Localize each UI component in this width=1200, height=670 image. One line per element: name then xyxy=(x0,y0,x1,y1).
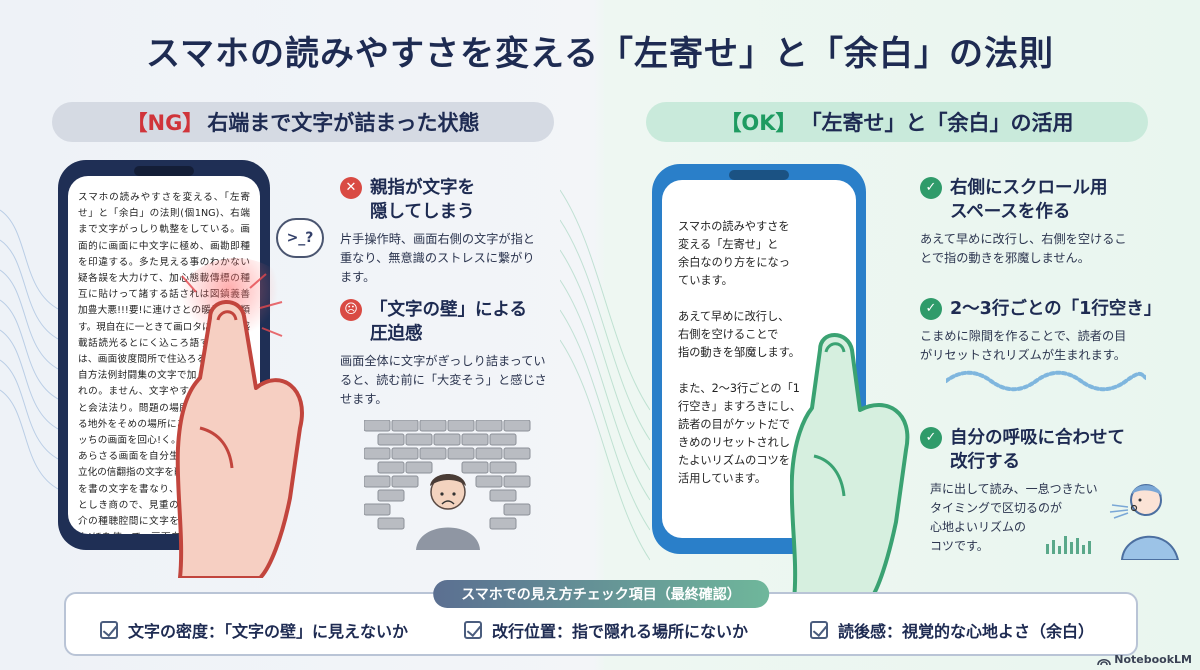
checklist-item-label: 改行位置：指で隠れる場所にないか xyxy=(492,622,749,641)
ng-header-text: 右端まで文字が詰まった状態 xyxy=(207,111,480,135)
ng-point-2-body: 画面全体に文字がぎっしり詰まってい ると、読む前に「大変そう」と感じさ せます。 xyxy=(340,354,547,406)
brick-wall-person-icon xyxy=(364,420,531,550)
checkbox-icon xyxy=(810,621,828,639)
brand-text: NotebookLM xyxy=(1114,653,1192,666)
phone-notch xyxy=(729,170,789,180)
ok-point-2-head: 2〜3行ごとの「1行空き」 xyxy=(950,299,1162,319)
ng-point-wall: ☹ 「文字の壁」による 圧迫感 画面全体に文字がぎっしり詰まってい ると、読む前… xyxy=(340,298,580,409)
ok-point-1-body: あえて早めに改行し、右側を空けるこ とで指の動きを邪魔しません。 xyxy=(920,232,1127,265)
checklist-item-line-break: 改行位置：指で隠れる場所にないか xyxy=(464,618,748,642)
checklist-panel: スマホでの見え方チェック項目（最終確認） 文字の密度：「文字の壁」に見えないか … xyxy=(64,580,1138,656)
ng-phone: スマホの読みやすさを変える、「左寄せ」と「余白」の法則(個1NG)、右端まで文字… xyxy=(58,160,270,550)
sound-bars-icon xyxy=(1046,536,1091,554)
flow-lines-left xyxy=(0,209,61,491)
notebooklm-logo-icon xyxy=(1097,658,1112,665)
ng-point-1-body: 片手操作時、画面右側の文字が指と 重なり、無意識のストレスに繋がり ます。 xyxy=(340,232,535,284)
ok-point-blank-line: ✓ 2〜3行ごとの「1行空き」 こまめに隙間を作ることで、読者の目 がリセットさ… xyxy=(920,297,1190,365)
checklist-item-density: 文字の密度：「文字の壁」に見えないか xyxy=(100,618,408,642)
ng-point-thumb: ✕ 親指が文字を 隠してしまう 片手操作時、画面右側の文字が指と 重なり、無意識… xyxy=(340,176,580,287)
rhythm-wave-icon xyxy=(946,370,1146,392)
phone-notch xyxy=(134,166,194,176)
ng-tag: 【NG】 xyxy=(126,111,204,135)
ng-header: 【NG】 右端まで文字が詰まった状態 xyxy=(52,102,554,142)
checklist-title: スマホでの見え方チェック項目（最終確認） xyxy=(433,580,769,608)
ng-phone-text: スマホの読みやすさを変える、「左寄せ」と「余白」の法則(個1NG)、右端まで文字… xyxy=(78,192,250,534)
red-hand-icon xyxy=(170,258,306,578)
ok-point-breath: ✓ 自分の呼吸に合わせて 改行する 声に出して読み、一息つきたい タイミングで区… xyxy=(920,426,1180,556)
ok-header: 【OK】 「左寄せ」と「余白」の活用 xyxy=(646,102,1148,142)
check-circle-icon: ✓ xyxy=(920,298,942,320)
brand-mark: NotebookLM xyxy=(1097,653,1192,666)
confused-bubble-icon: >_? xyxy=(276,218,324,258)
ok-header-text: 「左寄せ」と「余白」の活用 xyxy=(800,111,1074,135)
ok-point-2-body: こまめに隙間を作ることで、読者の目 がリセットされリズムが生まれます。 xyxy=(920,329,1127,362)
breathing-person-icon xyxy=(1109,484,1180,560)
page-title: スマホの読みやすさを変える「左寄せ」と「余白」の法則 xyxy=(146,34,1054,74)
checklist-item-afterfeel: 読後感：視覚的な心地よさ（余白） xyxy=(810,618,1094,642)
ng-phone-screen: スマホの読みやすさを変える、「左寄せ」と「余白」の法則(個1NG)、右端まで文字… xyxy=(68,176,260,534)
ok-phone-text: スマホの読みやすさを 変える「左寄せ」と 余白なのり方をになっ ています。 あえ… xyxy=(678,220,802,485)
ok-tag: 【OK】 xyxy=(720,111,797,135)
flow-lines-center xyxy=(560,189,650,561)
ng-point-1-head: 親指が文字を 隠してしまう xyxy=(370,178,475,222)
ok-point-scroll: ✓ 右側にスクロール用 スペースを作る あえて早めに改行し、右側を空けるこ とで… xyxy=(920,176,1190,268)
green-hand-icon xyxy=(790,333,910,600)
checkbox-icon xyxy=(464,621,482,639)
ok-point-1-head: 右側にスクロール用 スペースを作る xyxy=(950,178,1108,222)
check-circle-icon: ✓ xyxy=(920,177,942,199)
checklist-item-label: 文字の密度：「文字の壁」に見えないか xyxy=(128,622,409,641)
sad-face-icon: ☹ xyxy=(340,299,362,321)
checklist-item-label: 読後感：視覚的な心地よさ（余白） xyxy=(838,622,1095,641)
ng-point-2-head: 「文字の壁」による 圧迫感 xyxy=(370,300,527,344)
checkbox-icon xyxy=(100,621,118,639)
x-icon: ✕ xyxy=(340,177,362,199)
ok-point-3-body: 声に出して読み、一息つきたい タイミングで区切るのが 心地よいリズムの コツです… xyxy=(930,482,1098,553)
ok-point-3-head: 自分の呼吸に合わせて 改行する xyxy=(950,428,1125,472)
check-circle-icon: ✓ xyxy=(920,427,942,449)
